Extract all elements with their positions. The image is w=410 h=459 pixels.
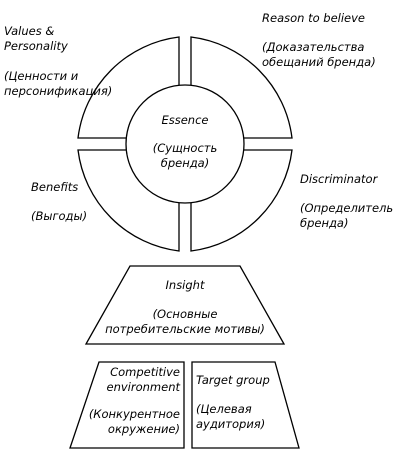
- reason-to-believe-title: Reason to believe: [262, 11, 366, 25]
- target-group-label: Target group (Целевая аудитория): [196, 373, 270, 432]
- essence-label: Essence (Сущность бренда): [137, 113, 233, 171]
- competitive-environment-label: Competitive environment (Конкурентное ок…: [84, 365, 180, 437]
- competitive-environment-note-2: окружение): [107, 422, 180, 436]
- reason-to-believe-label: Reason to believe (Доказательства обещан…: [262, 11, 376, 70]
- target-group-trapezoid: [191, 361, 300, 449]
- benefits-title: Benefits: [31, 180, 79, 194]
- competitive-environment-title-2: environment: [106, 380, 181, 394]
- discriminator-label: Discriminator (Определитель бренда): [300, 172, 393, 231]
- competitive-environment-title-1: Competitive: [110, 365, 180, 379]
- discriminator-note-1: (Определитель: [300, 201, 394, 215]
- insight-note-1: (Основные: [152, 307, 218, 321]
- insight-label: Insight (Основные потребительские мотивы…: [100, 278, 270, 337]
- reason-to-believe-note-1: (Доказательства: [262, 40, 365, 54]
- benefits-note: (Выгоды): [31, 209, 88, 223]
- benefits-label: Benefits (Выгоды): [31, 180, 87, 224]
- values-personality-title-1: Values &: [4, 24, 55, 38]
- reason-to-believe-note-2: обещаний бренда): [262, 55, 376, 69]
- target-group-note-2: аудитория): [196, 417, 266, 431]
- target-group-note-1: (Целевая: [196, 402, 252, 416]
- values-personality-title-2: Personality: [4, 39, 68, 53]
- discriminator-title: Discriminator: [300, 172, 378, 186]
- essence-title: Essence: [161, 113, 209, 127]
- insight-title: Insight: [165, 278, 205, 292]
- insight-trapezoid: [84, 265, 286, 345]
- competitive-environment-note-1: (Конкурентное: [88, 407, 180, 421]
- insight-note-2: потребительские мотивы): [105, 322, 265, 336]
- competitive-environment-trapezoid: [69, 361, 185, 449]
- values-personality-note-2: персонификация): [4, 84, 113, 98]
- discriminator-note-2: бренда): [300, 216, 349, 230]
- essence-note-1: (Сущность: [152, 141, 218, 155]
- values-personality-note-1: (Ценности и: [4, 69, 79, 83]
- target-group-title: Target group: [196, 373, 270, 387]
- values-personality-label: Values & Personality (Ценности и персони…: [4, 24, 112, 99]
- essence-note-2: бренда): [160, 156, 210, 170]
- essence-circle: [125, 84, 245, 204]
